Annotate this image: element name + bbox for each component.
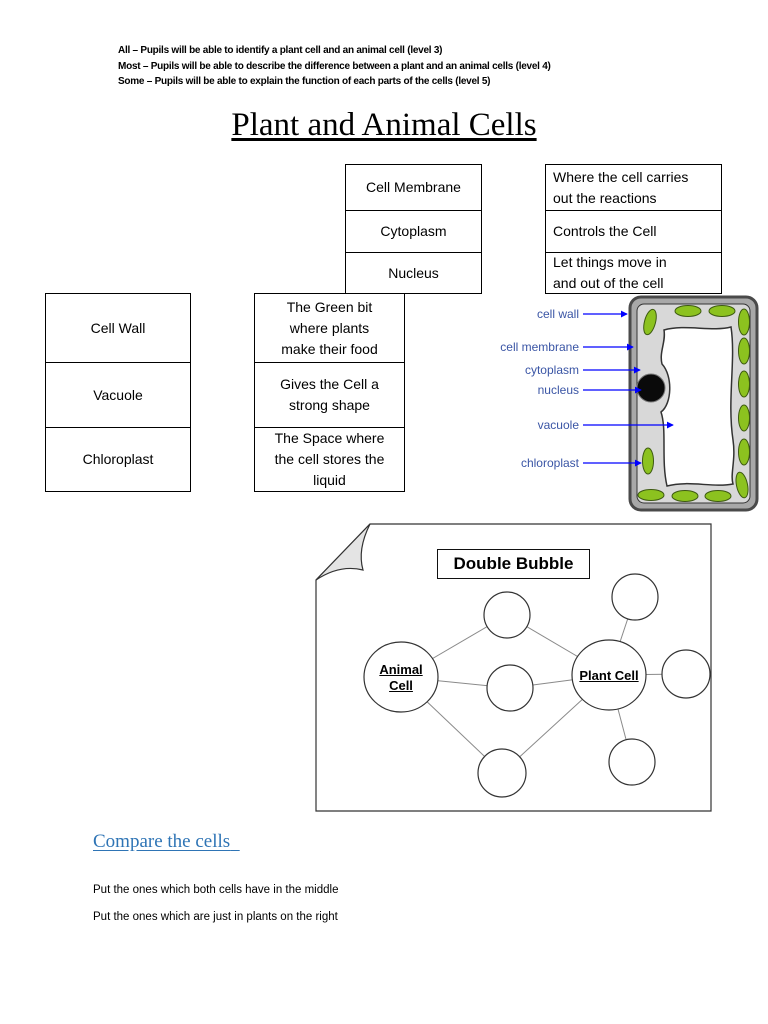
chloroplast-shape [708, 305, 736, 317]
cell-parts-table-top: Cell Membrane Cytoplasm Nucleus [345, 164, 482, 294]
chloroplast-label: chloroplast [521, 456, 580, 470]
empty-bubble [611, 573, 659, 621]
empty-bubble [608, 738, 656, 786]
chloroplast-shape [738, 404, 750, 432]
chloroplast-shape [674, 305, 702, 317]
instruction-both-middle: Put the ones which both cells have in th… [93, 884, 339, 896]
folded-corner [315, 523, 371, 581]
chloroplast-shape [738, 308, 750, 336]
chloroplast-shape [735, 471, 749, 499]
learning-objectives: All – Pupils will be able to identify a … [118, 43, 551, 90]
chloroplast-shape [643, 308, 657, 336]
function-strong-shape: Gives the Cell a strong shape [255, 362, 404, 427]
empty-bubble [661, 649, 711, 699]
instruction-plants-right: Put the ones which are just in plants on… [93, 911, 338, 923]
part-vacuole: Vacuole [46, 362, 190, 427]
function-controls: Controls the Cell [546, 210, 721, 252]
part-cell-membrane: Cell Membrane [366, 179, 461, 195]
cell-wall-label: cell wall [537, 307, 579, 321]
empty-bubble [483, 591, 531, 639]
objective-most: Most – Pupils will be able to describe t… [118, 60, 551, 72]
animal-cell-label: Animal Cell [379, 662, 423, 693]
empty-bubble [477, 748, 527, 798]
part-cell-wall: Cell Wall [90, 319, 146, 336]
part-cytoplasm: Cytoplasm [346, 210, 481, 252]
chloroplast-shape [671, 490, 699, 502]
double-bubble-map [315, 523, 712, 812]
nucleus-shape [636, 373, 666, 403]
chloroplast-shape [642, 447, 654, 475]
double-bubble-title: Double Bubble [437, 549, 590, 579]
compare-heading: Compare the cells [93, 831, 231, 852]
empty-bubble [486, 664, 534, 712]
nucleus-label: nucleus [538, 383, 579, 397]
chloroplast-shape [637, 489, 665, 501]
chloroplast-shape [704, 490, 732, 502]
vacuole-shape [660, 326, 735, 487]
cytoplasm-label: cytoplasm [525, 363, 579, 377]
function-move-in-out: Let things move in and out of the cell [546, 252, 721, 293]
page-title: Plant and Animal Cells [231, 107, 537, 143]
function-green-bit: The Green bit where plants make their fo… [281, 298, 378, 357]
plant-cell-bubble [571, 639, 647, 711]
part-nucleus: Nucleus [346, 252, 481, 293]
function-reactions: Where the cell carries out the reactions [553, 168, 689, 206]
cell-parts-table-left: Cell Wall Vacuole Chloroplast [45, 293, 191, 492]
part-chloroplast: Chloroplast [46, 427, 190, 491]
plant-cell-label: Plant Cell [579, 668, 639, 683]
cell-membrane-label: cell membrane [500, 340, 579, 354]
cell-functions-table-left: The Green bit where plants make their fo… [254, 293, 405, 492]
objective-all: All – Pupils will be able to identify a … [118, 45, 443, 56]
chloroplast-shape [738, 370, 750, 398]
animal-cell-bubble [363, 641, 439, 713]
function-stores-liquid: The Space where the cell stores the liqu… [255, 427, 404, 491]
chloroplast-shape [738, 337, 750, 365]
cell-functions-table-top: Where the cell carries out the reactions… [545, 164, 722, 294]
chloroplast-shape [738, 438, 750, 466]
plant-cell-diagram: cell wall cell membrane cytoplasm nucleu… [500, 295, 759, 512]
vacuole-label: vacuole [538, 418, 580, 432]
objective-some: Some – Pupils will be able to explain th… [118, 76, 491, 87]
